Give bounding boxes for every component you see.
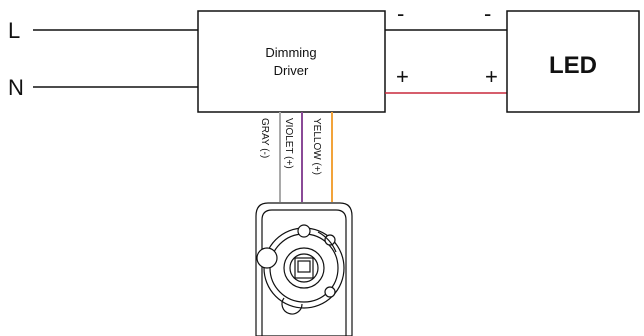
yellow-wire-label: YELLOW (+) <box>311 118 322 175</box>
led-label: LED <box>549 52 597 79</box>
gray-wire-label: GRAY (-) <box>259 118 270 158</box>
led-minus-sign: - <box>484 1 491 26</box>
led-plus-sign: + <box>485 64 498 89</box>
line-label: L <box>8 18 20 43</box>
driver-minus-sign: - <box>397 1 404 26</box>
violet-wire-label: VIOLET (+) <box>283 118 294 169</box>
led-box <box>506 10 640 113</box>
dimming-driver-box <box>197 10 386 113</box>
dimmer-control-device <box>255 202 353 336</box>
driver-plus-sign: + <box>396 64 409 89</box>
driver-label-line1: Dimming <box>265 45 316 60</box>
neutral-label: N <box>8 75 24 100</box>
driver-label-line2: Driver <box>274 63 309 78</box>
